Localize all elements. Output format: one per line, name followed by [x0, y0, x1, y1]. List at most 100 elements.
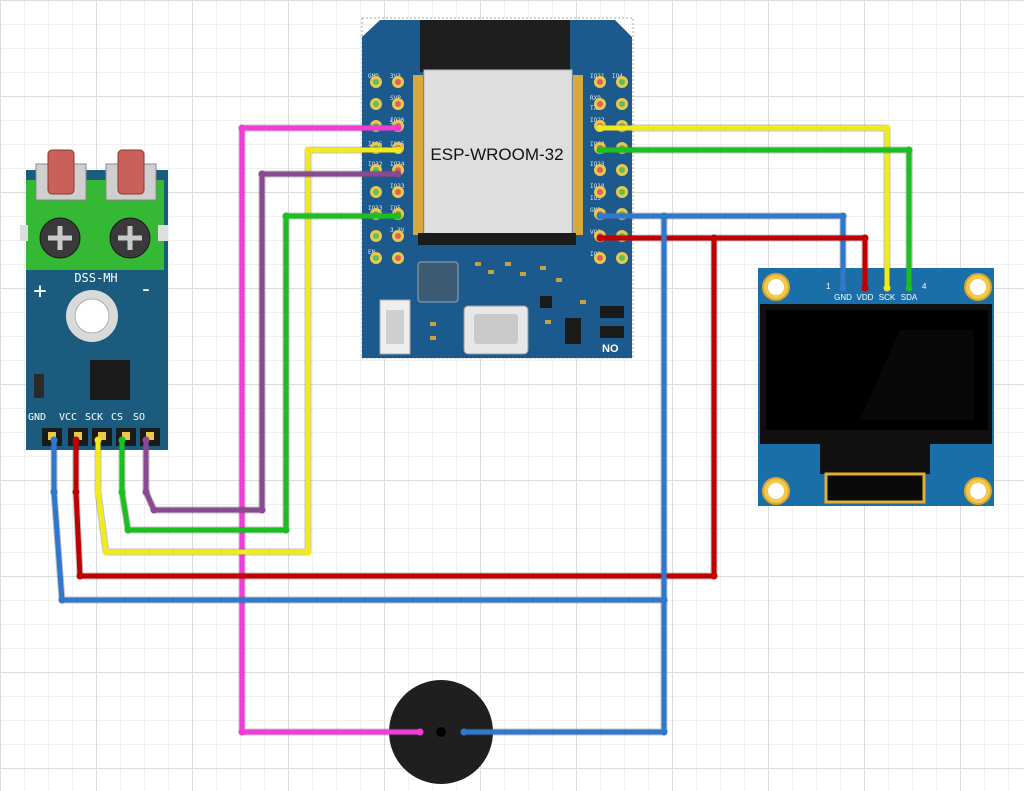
header-pad-hole — [395, 233, 401, 239]
wire-bend-point[interactable] — [839, 212, 847, 220]
wire-bend-point[interactable] — [72, 436, 80, 444]
pin-label-vcc: VCC — [59, 412, 77, 423]
wire-bend-point[interactable] — [710, 572, 718, 580]
minus-sign: - — [139, 277, 152, 302]
wire-bend-point[interactable] — [124, 526, 132, 534]
oled-display: 1 4 GND VDD SCK SDA — [758, 268, 994, 506]
wire-bend-point[interactable] — [258, 506, 266, 514]
wire-bend-point[interactable] — [394, 170, 402, 178]
header-pad-hole — [373, 233, 379, 239]
wire-bend-point[interactable] — [94, 436, 102, 444]
wire-bend-point[interactable] — [142, 436, 150, 444]
max6675-chip — [90, 360, 130, 400]
oled-pin-sck: SCK — [879, 293, 896, 302]
wire-bend-point[interactable] — [883, 284, 891, 292]
wire-bend-point[interactable] — [72, 488, 80, 496]
wire-1[interactable] — [239, 125, 423, 735]
wire-bend-point[interactable] — [258, 170, 266, 178]
wire-bend-point[interactable] — [861, 284, 869, 292]
header-pad-hole — [619, 255, 625, 261]
header-pad-hole — [619, 167, 625, 173]
header-pad-hole — [395, 101, 401, 107]
wires — [50, 124, 913, 736]
oled-pin-num-right: 4 — [922, 282, 927, 291]
usb-serial-chip — [417, 261, 459, 303]
corner-label: NO — [602, 343, 619, 355]
wire-bend-point[interactable] — [304, 548, 312, 556]
pin-label-cs: CS — [111, 412, 123, 423]
header-pad-hole — [395, 79, 401, 85]
wire-bend-point[interactable] — [50, 488, 58, 496]
rf-shield — [423, 69, 573, 235]
wire-clamp-right[interactable] — [117, 149, 145, 195]
wire-bend-point[interactable] — [102, 548, 110, 556]
svg-text:IO18: IO18 — [590, 183, 605, 190]
wire-bend-point[interactable] — [76, 572, 84, 580]
wire-clamp-left[interactable] — [47, 149, 75, 195]
wire-bend-point[interactable] — [238, 124, 246, 132]
wire-bend-point[interactable] — [394, 124, 402, 132]
wire-bend-point[interactable] — [282, 212, 290, 220]
wire-bend-point[interactable] — [118, 488, 126, 496]
led — [600, 306, 624, 318]
wire-bend-point[interactable] — [238, 728, 246, 736]
svg-text:IO22: IO22 — [590, 117, 605, 124]
svg-text:IO23: IO23 — [590, 161, 605, 168]
wire-shadow — [460, 596, 668, 736]
wire-bend-point[interactable] — [596, 124, 604, 132]
wire-bend-point[interactable] — [883, 124, 891, 132]
wire-bend-point[interactable] — [710, 234, 718, 242]
oled-pin-num-left: 1 — [826, 282, 831, 291]
wire-bend-point[interactable] — [905, 146, 913, 154]
wire-2[interactable] — [95, 147, 401, 555]
wire-bend-point[interactable] — [596, 234, 604, 242]
wire-bend-point[interactable] — [118, 436, 126, 444]
svg-text:RXD: RXD — [590, 95, 601, 102]
wire-bend-point[interactable] — [304, 146, 312, 154]
header-pad-hole — [373, 189, 379, 195]
header-pad-hole — [373, 255, 379, 261]
wire-bend-point[interactable] — [660, 596, 668, 604]
wire-11[interactable] — [461, 597, 667, 735]
header-pad-hole — [395, 255, 401, 261]
wire-bend-point[interactable] — [596, 212, 604, 220]
pin-label-sck: SCK — [85, 412, 103, 423]
header-pad-hole — [597, 189, 603, 195]
wire-bend-point[interactable] — [460, 728, 468, 736]
svg-text:TXD: TXD — [590, 105, 601, 112]
plus-sign: + — [33, 279, 46, 304]
wire-bend-point[interactable] — [596, 146, 604, 154]
wire-4[interactable] — [119, 213, 401, 533]
header-pad-hole — [373, 79, 379, 85]
buzzer — [389, 680, 493, 784]
wire-bend-point[interactable] — [660, 212, 668, 220]
wire-bend-point[interactable] — [58, 596, 66, 604]
pin-label-so: SO — [133, 412, 145, 423]
wire-bend-point[interactable] — [282, 526, 290, 534]
header-pad-hole — [597, 255, 603, 261]
wire-3[interactable] — [143, 171, 401, 513]
chip-label: ESP-WROOM-32 — [430, 145, 563, 164]
header-pad-hole — [373, 101, 379, 107]
wire-bend-point[interactable] — [150, 506, 158, 514]
wire-bend-point[interactable] — [394, 212, 402, 220]
esp32-board: ESP-WROOM-32 NO GND 3V3 SVP SVN IO26 IO2… — [361, 17, 634, 359]
wire-bend-point[interactable] — [142, 488, 150, 496]
oled-pin-sda: SDA — [901, 293, 918, 302]
antenna-area — [420, 20, 570, 72]
oled-pin-vdd: VDD — [857, 293, 874, 302]
header-pad-hole — [619, 189, 625, 195]
svg-text:IO4: IO4 — [612, 73, 623, 80]
thermocouple-module: DSS-MH + - GND VCC SCK CS SO — [20, 149, 168, 450]
wire-bend-point[interactable] — [660, 728, 668, 736]
wire-bend-point[interactable] — [394, 146, 402, 154]
header-pad-hole — [395, 189, 401, 195]
wire-bend-point[interactable] — [416, 728, 424, 736]
wire-bend-point[interactable] — [905, 284, 913, 292]
oled-pin-gnd: GND — [834, 293, 852, 302]
wire-bend-point[interactable] — [50, 436, 58, 444]
wire-bend-point[interactable] — [861, 234, 869, 242]
wire-bend-point[interactable] — [839, 284, 847, 292]
wire-bend-point[interactable] — [94, 488, 102, 496]
header-pad-hole — [597, 79, 603, 85]
